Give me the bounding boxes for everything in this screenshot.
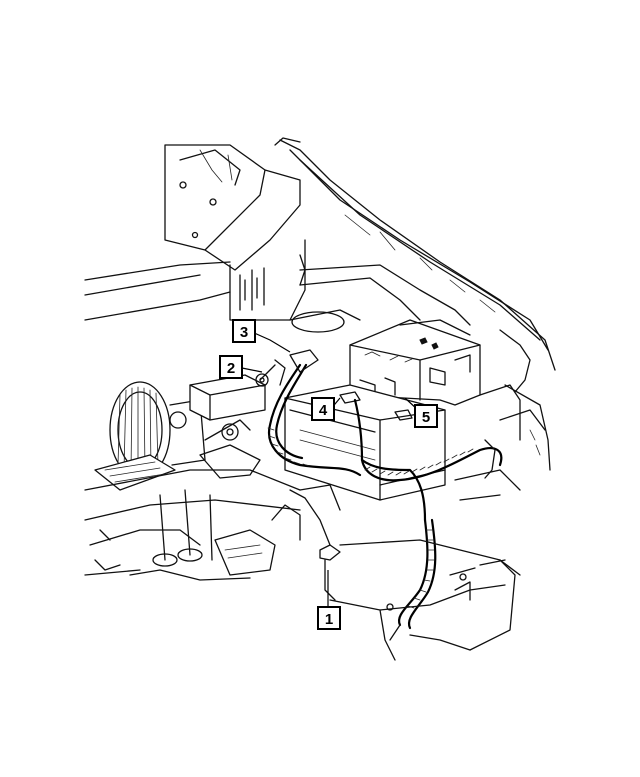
callout-1: 1 (317, 606, 341, 630)
callout-2: 2 (219, 355, 243, 379)
callout-3: 3 (232, 319, 256, 343)
callout-5: 5 (414, 404, 438, 428)
hood-fender (274, 137, 556, 471)
brake-booster (109, 381, 206, 479)
callout-4-label: 4 (319, 402, 328, 419)
callout-1-label: 1 (325, 611, 333, 628)
battery (284, 384, 446, 501)
battery-cable-harness (259, 349, 503, 641)
callout-5-label: 5 (422, 409, 430, 426)
cowl-panel (84, 254, 471, 333)
engine-intake (84, 419, 301, 581)
ground-strap (319, 539, 521, 661)
relay-block (189, 373, 269, 421)
callout-2-label: 2 (227, 360, 235, 377)
callout-leaders (241, 331, 419, 607)
side-panel (454, 384, 546, 501)
callout-4: 4 (311, 397, 335, 421)
callout-3-label: 3 (240, 324, 248, 341)
strut-tower (164, 144, 306, 321)
power-distribution-center (349, 319, 481, 406)
